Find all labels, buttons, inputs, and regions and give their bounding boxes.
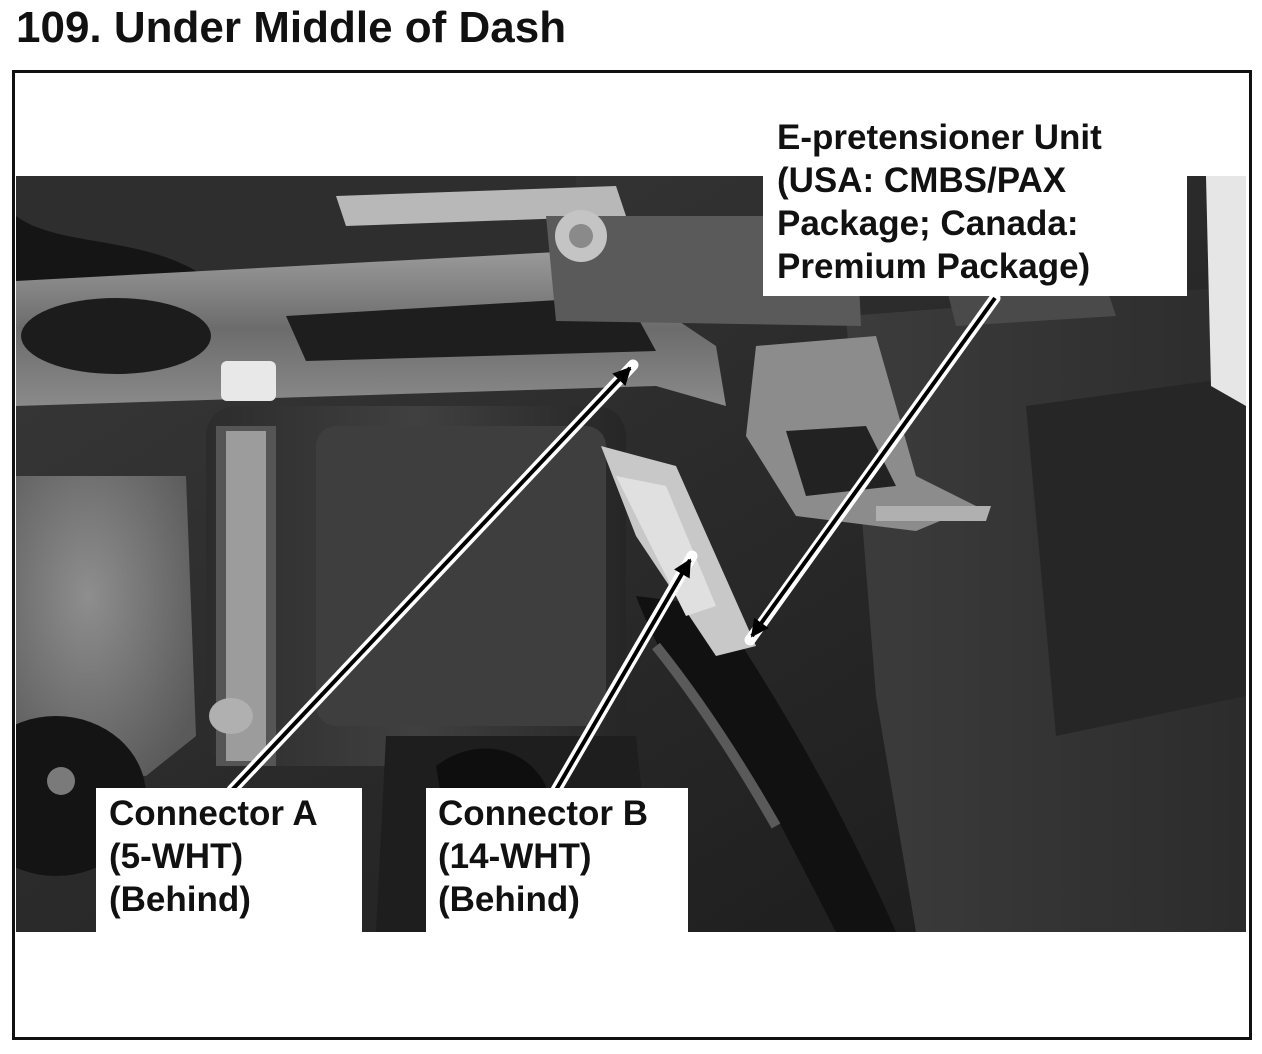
connector-b-label: Connector B — [438, 794, 648, 833]
connector-b-location: (Behind) — [438, 880, 580, 919]
connector-b-callout: Connector B (14-WHT) (Behind) — [426, 788, 688, 932]
e-pretensioner-callout: E-pretensioner Unit (USA: CMBS/PAX Packa… — [763, 112, 1187, 296]
connector-a-callout: Connector A (5-WHT) (Behind) — [96, 788, 362, 932]
connector-a-spec: (5-WHT) — [109, 837, 244, 876]
connector-a-label: Connector A — [109, 794, 318, 833]
page-title: 109. Under Middle of Dash — [16, 3, 567, 52]
connector-b-spec: (14-WHT) — [438, 837, 592, 876]
e-pretensioner-usa-note: (USA: CMBS/PAX — [777, 161, 1067, 200]
connector-a-location: (Behind) — [109, 880, 251, 919]
e-pretensioner-label: E-pretensioner Unit — [777, 118, 1102, 157]
e-pretensioner-package-note: Premium Package) — [777, 247, 1091, 286]
e-pretensioner-canada-note: Package; Canada: — [777, 204, 1079, 243]
